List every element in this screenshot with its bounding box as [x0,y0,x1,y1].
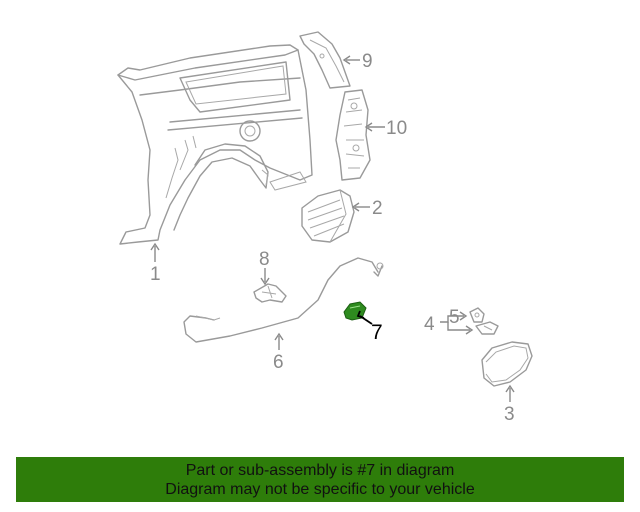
leader-arrow-9 [342,55,351,65]
release-cable-part-6 [183,257,384,343]
leader-line-4b [447,322,470,331]
leader-arrow-4 [465,325,474,335]
callout-9: 9 [362,51,373,72]
leader-arrow-3 [505,384,515,393]
banner-line-2: Diagram may not be specific to your vehi… [165,480,475,498]
leader-arrow-2 [351,202,360,212]
leader-arrow-8 [260,277,270,286]
quarter-panel-part [117,44,313,245]
parts-diagram: 1 9 10 2 8 6 [117,31,533,425]
inner-panel-part-10 [335,89,371,181]
callout-2: 2 [372,198,383,219]
info-banner: Part or sub-assembly is #7 in diagram Di… [16,457,624,502]
leader-arrow-10 [364,122,373,132]
leader-arrow-5 [459,311,468,321]
spring-part-4 [475,321,499,335]
leader-line-4a [440,315,464,323]
callout-8: 8 [259,249,270,270]
callout-6: 6 [273,352,284,373]
banner-line-1: Part or sub-assembly is #7 in diagram [185,461,455,479]
pillar-part-9 [299,31,351,89]
callout-1: 1 [150,264,161,285]
fuel-door-part-3 [481,341,533,387]
callout-4: 4 [424,314,435,335]
callout-7: 7 [371,321,383,344]
callout-3: 3 [504,404,515,425]
callout-10: 10 [386,118,407,139]
callout-5: 5 [449,307,460,328]
hinge-part-5 [469,307,485,323]
leader-arrow-7 [356,310,365,319]
filler-housing-part-2 [301,189,355,243]
leader-arrow-1 [150,242,160,251]
release-lever-part-8 [253,283,287,303]
leader-arrow-6 [274,332,284,341]
